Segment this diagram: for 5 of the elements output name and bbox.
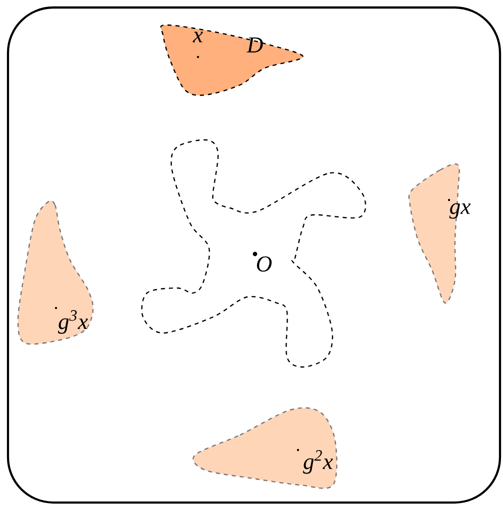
region-blob: x D <box>160 24 304 96</box>
region-blob: g$^{3}$x <box>17 200 94 345</box>
region-blob: gx <box>408 163 471 304</box>
region-outline: O <box>141 139 366 368</box>
region-blob: g$^{2}$x <box>192 407 338 489</box>
